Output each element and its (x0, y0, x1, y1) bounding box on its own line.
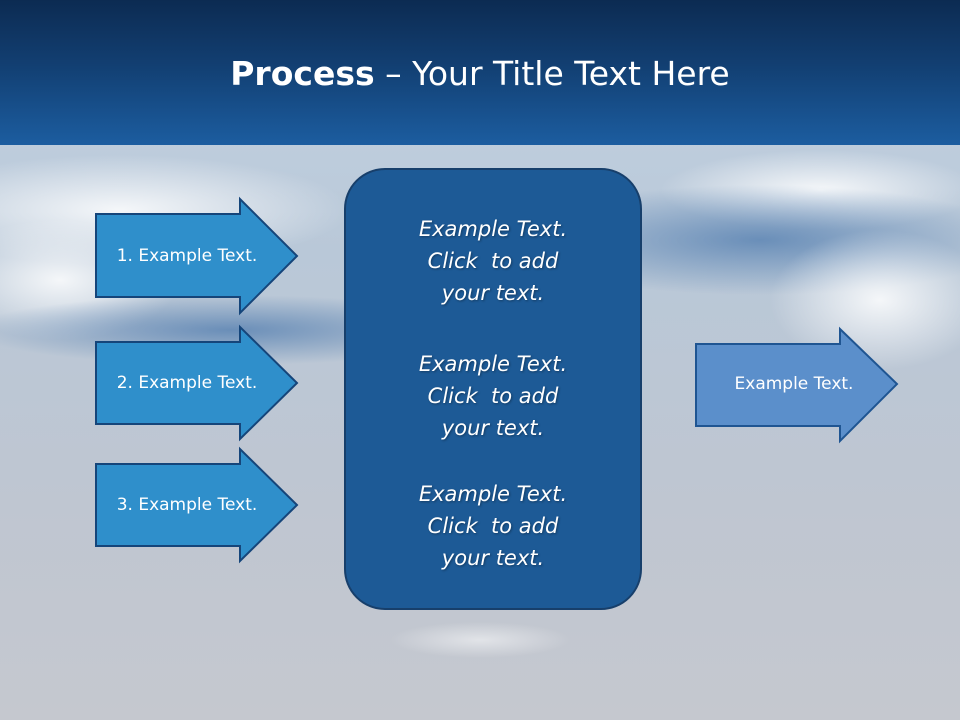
center-block-2-line-1: Example Text. (345, 348, 641, 380)
output-arrow-label: Example Text. (696, 373, 892, 395)
center-text-area: Example Text. Click to add your text. Ex… (345, 169, 641, 609)
center-text-block-3: Example Text. Click to add your text. (345, 478, 641, 574)
input-arrow-1-label: 1. Example Text. (96, 245, 278, 267)
input-arrow-3-label: 3. Example Text. (96, 494, 278, 516)
center-block-1-line-1: Example Text. (345, 213, 641, 245)
input-arrow-2-label: 2. Example Text. (96, 372, 278, 394)
center-text-block-1: Example Text. Click to add your text. (345, 213, 641, 309)
center-block-3-line-1: Example Text. (345, 478, 641, 510)
center-text-block-2: Example Text. Click to add your text. (345, 348, 641, 444)
center-block-2-line-2: Click to add (345, 380, 641, 412)
center-block-3-line-3: your text. (345, 542, 641, 574)
center-block-2-line-3: your text. (345, 412, 641, 444)
center-block-1-line-3: your text. (345, 277, 641, 309)
center-block-3-line-2: Click to add (345, 510, 641, 542)
center-block-1-line-2: Click to add (345, 245, 641, 277)
